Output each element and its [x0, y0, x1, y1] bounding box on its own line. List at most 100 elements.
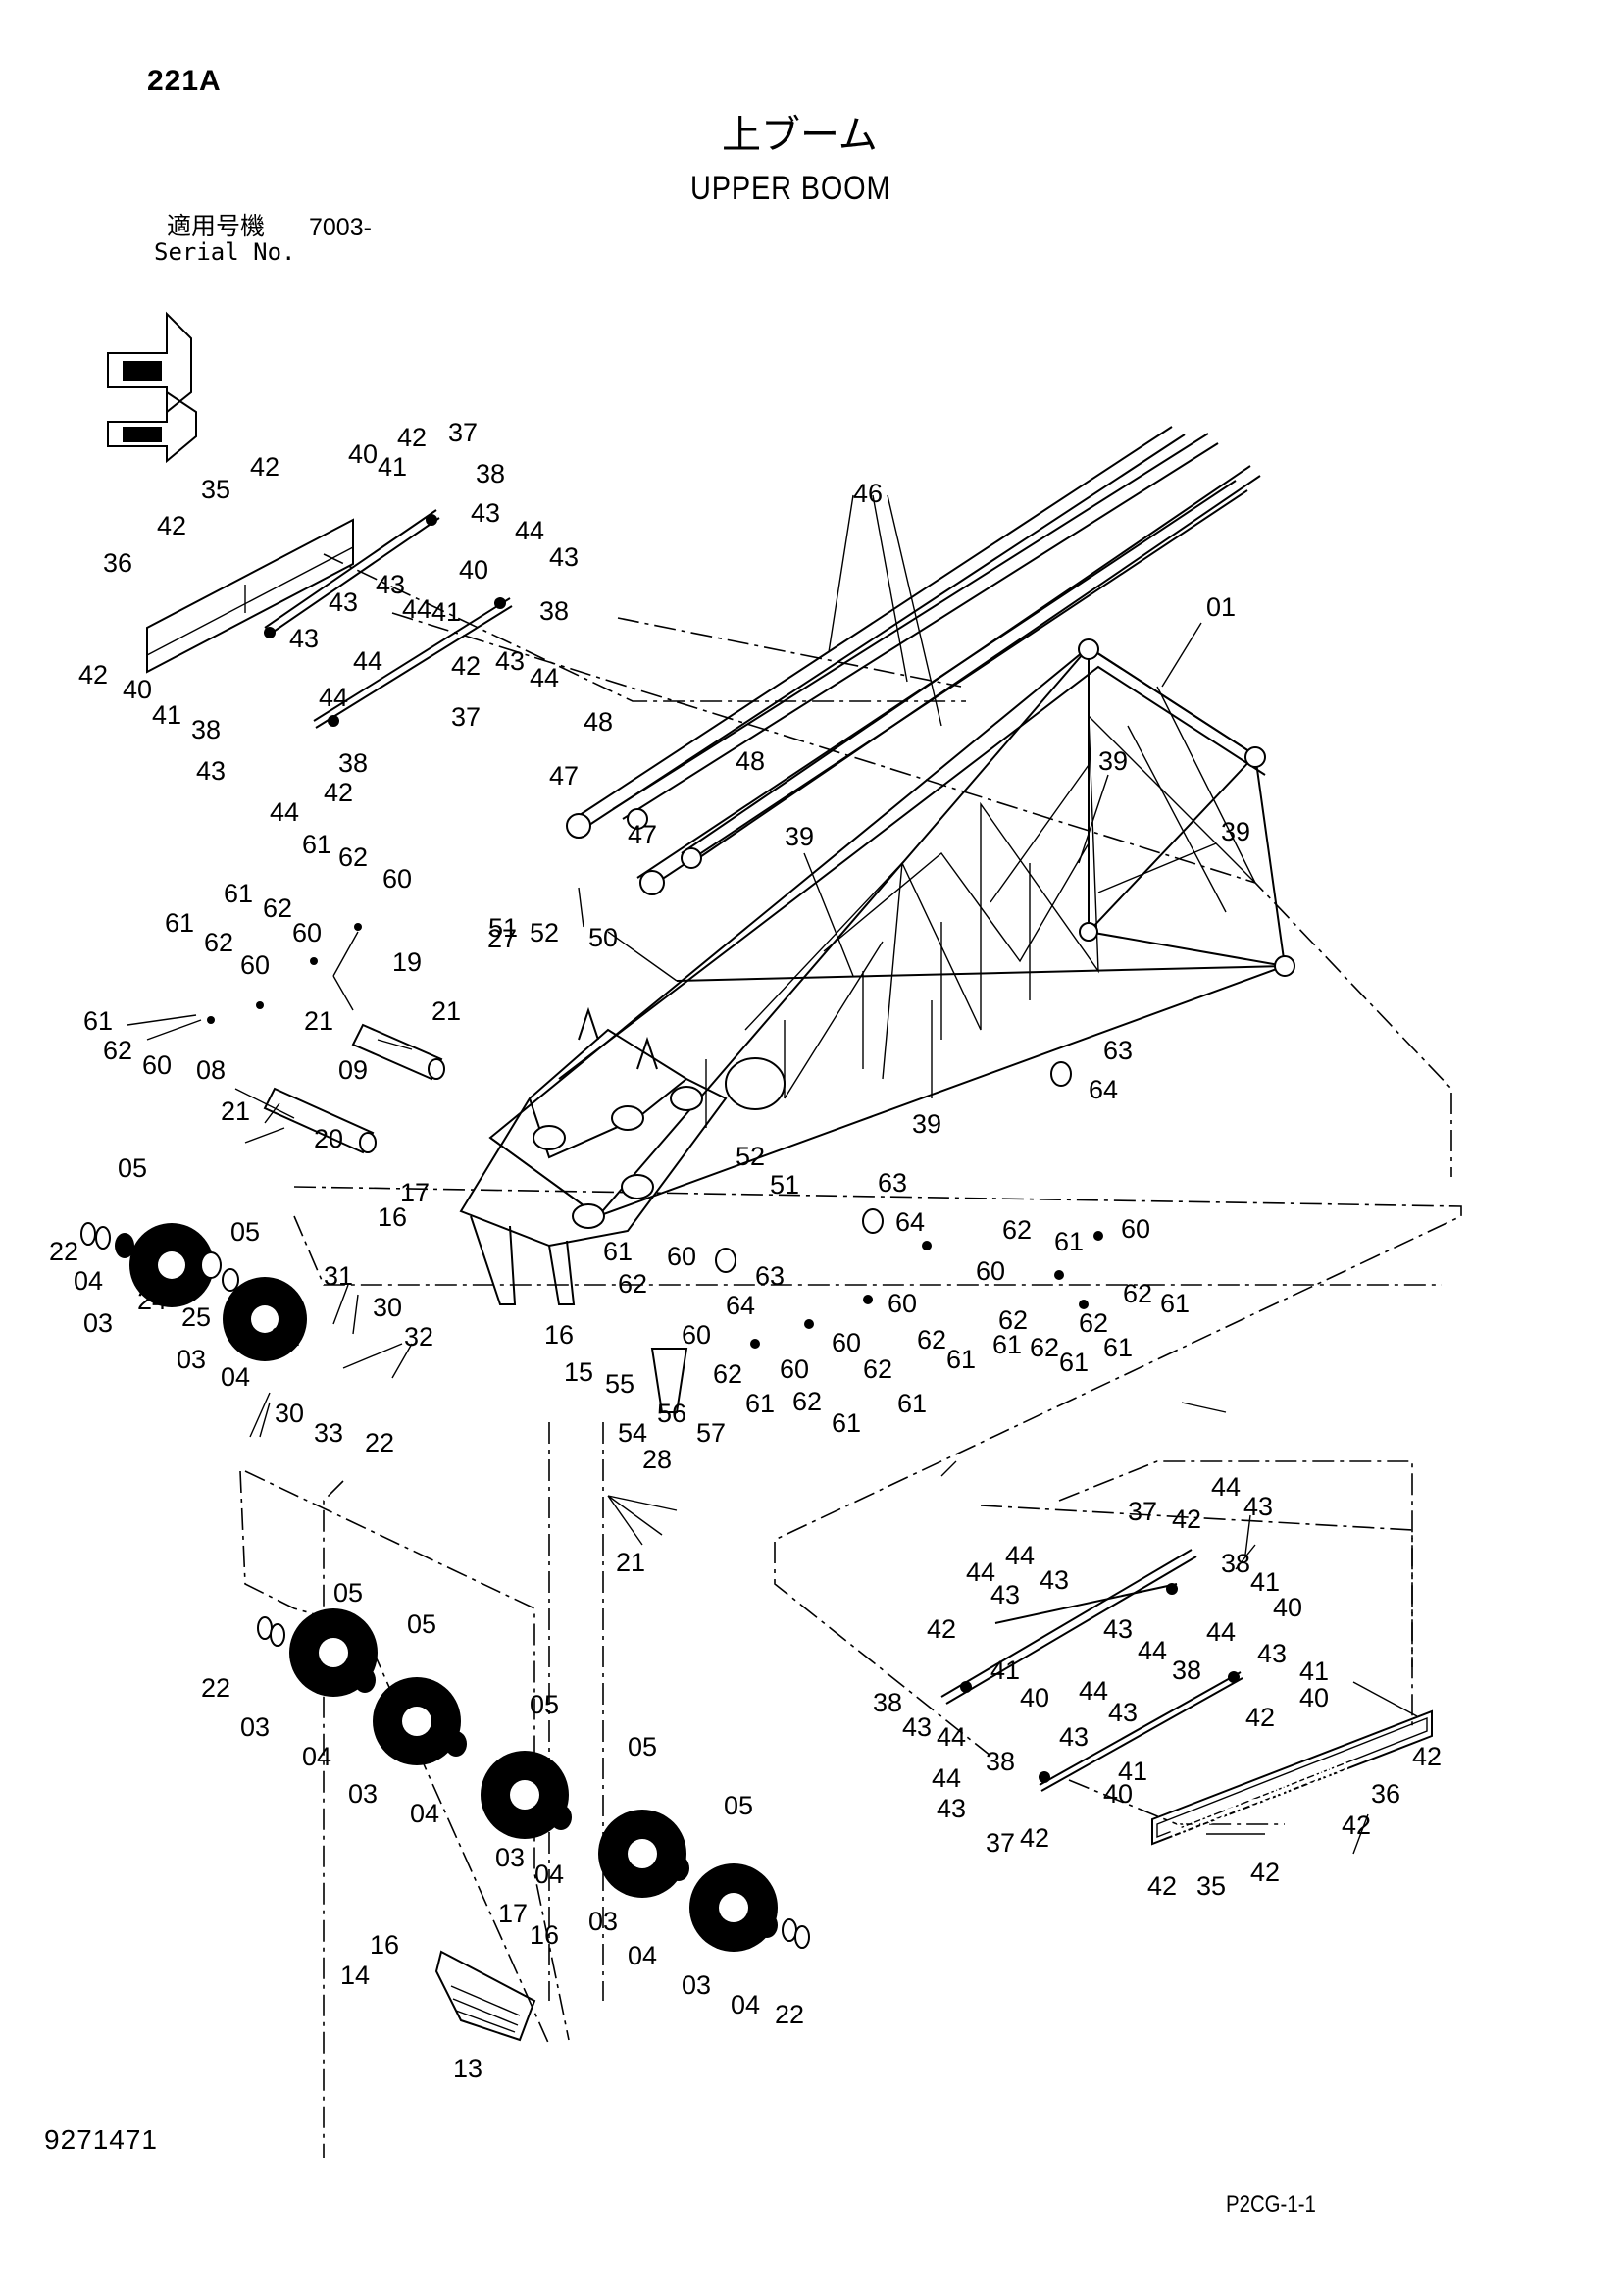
callout-label: 43: [1108, 1698, 1138, 1727]
callout-label: 17: [400, 1178, 430, 1207]
callout-label: 16: [530, 1920, 559, 1950]
callout-label: 62: [618, 1269, 647, 1299]
callout-label: 43: [990, 1580, 1020, 1609]
callout-label: 04: [221, 1362, 250, 1392]
callout-label: 40: [1103, 1779, 1133, 1809]
callout-label: 62: [998, 1305, 1028, 1335]
callout-label: 38: [1172, 1656, 1201, 1685]
callout-label: 43: [289, 624, 319, 653]
callout-label: 60: [888, 1289, 917, 1318]
serial-label-japanese: 適用号機: [167, 212, 266, 240]
callout-label: 60: [832, 1328, 861, 1357]
callout-label: 64: [726, 1291, 755, 1320]
callout-label: 41: [152, 700, 181, 730]
callout-label: 61: [1160, 1289, 1190, 1318]
callout-label: 44: [1005, 1541, 1035, 1570]
callout-label: 40: [459, 555, 488, 585]
callout-label: 40: [1299, 1683, 1329, 1712]
callout-label: 60: [667, 1242, 696, 1271]
callout-label: 27: [487, 924, 517, 953]
callout-label: 43: [937, 1794, 966, 1823]
callout-label: 21: [304, 1006, 333, 1036]
brand-decal: HITACHI SUMITOMO: [1151, 1709, 1433, 1846]
callout-label: 62: [338, 842, 368, 872]
sheave-icon: [129, 1223, 778, 1952]
callout-label: 60: [292, 918, 322, 947]
callout-label: 44: [270, 797, 299, 827]
callout-label: 40: [123, 675, 152, 704]
callout-label: 38: [1221, 1549, 1250, 1578]
page-number: 221A: [147, 65, 222, 97]
callout-label: 62: [103, 1036, 132, 1065]
callout-label: 44: [530, 663, 559, 692]
callout-label: 04: [534, 1860, 564, 1889]
bushing-icon: [80, 1222, 810, 1949]
callout-label: 05: [333, 1578, 363, 1607]
callout-label: 61: [224, 879, 253, 908]
callout-label: 03: [240, 1712, 270, 1742]
callout-label: 36: [103, 548, 132, 578]
callout-label: 42: [1412, 1742, 1442, 1771]
callout-label: 28: [642, 1445, 672, 1474]
callout-label: 39: [1221, 817, 1250, 846]
callout-label: 22: [775, 2000, 804, 2029]
decal-panel-upper: [146, 518, 354, 674]
callout-label: 37: [448, 418, 478, 447]
callout-label: 38: [539, 596, 569, 626]
callout-label: 38: [338, 748, 368, 778]
page-title: UPPER BOOM: [690, 170, 891, 207]
callout-label: 44: [319, 683, 348, 712]
callout-label: 44: [966, 1557, 995, 1587]
callout-label: 41: [1118, 1757, 1147, 1786]
callout-label: 47: [628, 820, 657, 849]
part-callout-numbers: 01 46 39 39 39 39 50 48 47 48 47 42 37 4…: [49, 418, 1442, 2083]
assembly-guide-lines: [239, 553, 1462, 2158]
callout-label: 61: [745, 1389, 775, 1418]
page-code: P2CG-1-1: [1226, 2191, 1316, 2218]
callout-label: 61: [1054, 1227, 1084, 1256]
callout-label: 63: [755, 1261, 785, 1291]
callout-label: 04: [628, 1941, 657, 1970]
callout-label: 42: [451, 651, 481, 681]
callout-label: 44: [353, 646, 382, 676]
callout-label: 04: [410, 1799, 439, 1828]
callout-label: 60: [142, 1050, 172, 1080]
callout-label: 61: [302, 830, 331, 859]
callout-label: 62: [263, 893, 292, 923]
callout-label: 42: [324, 778, 353, 807]
callout-label: 05: [230, 1217, 260, 1247]
callout-label: 60: [382, 864, 412, 893]
callout-label: 43: [495, 646, 525, 676]
callout-label: 62: [713, 1359, 742, 1389]
callout-label: 16: [544, 1320, 574, 1350]
callout-label: 63: [878, 1168, 907, 1198]
callout-label: 64: [1089, 1075, 1118, 1104]
callout-label: 61: [946, 1345, 976, 1374]
serial-label: Serial No.: [154, 238, 296, 266]
drawing-number: 9271471: [44, 2124, 159, 2155]
callout-label: 60: [682, 1320, 711, 1350]
callout-label: 38: [873, 1688, 902, 1717]
callout-label: 25: [181, 1302, 211, 1332]
callout-label: 05: [724, 1791, 753, 1820]
callout-label: 16: [378, 1202, 407, 1232]
callout-label: 41: [1299, 1657, 1329, 1686]
callout-label: 42: [1245, 1703, 1275, 1732]
callout-label: 57: [696, 1418, 726, 1448]
callout-leader-lines: [127, 494, 1418, 1855]
callout-label: 43: [549, 542, 579, 572]
pendant-rod-set: [566, 426, 1261, 895]
callout-label: 42: [1250, 1858, 1280, 1887]
callout-label: 05: [530, 1690, 559, 1719]
brand-decal-text: HITACHI SUMITOMO: [1166, 1755, 1352, 1843]
callout-label: 37: [986, 1828, 1015, 1858]
callout-label: 39: [785, 822, 814, 851]
callout-label: 16: [370, 1930, 399, 1960]
callout-label: 03: [83, 1308, 113, 1338]
callout-label: 39: [912, 1109, 941, 1139]
callout-label: 38: [476, 459, 505, 488]
callout-label: 62: [204, 928, 233, 957]
callout-label: 41: [431, 597, 461, 627]
callout-label: 43: [471, 498, 500, 528]
callout-label: 21: [431, 996, 461, 1026]
